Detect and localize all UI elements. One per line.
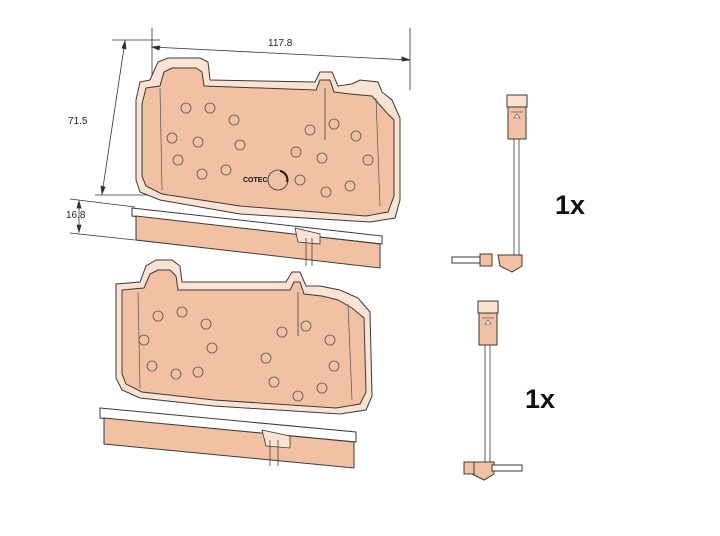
wear-sensor-top [451,94,528,273]
brake-pad-bottom-side [99,407,357,469]
dimension-thickness-label: 16.8 [66,210,86,221]
sensor-quantity-label-1: 1x [555,190,585,220]
sensor-quantity-label-2: 1x [525,384,555,414]
dimension-height-label: 71.5 [68,116,88,127]
dimension-width-label: 117.8 [268,38,293,49]
dimension-thickness [69,198,136,241]
pad-holes-top [166,102,374,198]
cotec-logo: COTEC [243,169,289,191]
wear-sensor-bottom [463,300,523,481]
logo-text: COTEC [243,177,268,184]
pad-holes-bottom [138,306,340,402]
dimension-width [150,28,411,90]
dimension-height [95,39,165,196]
brake-pad-bottom [115,259,373,415]
brake-pad-top: COTEC [135,57,401,223]
brake-pad-top-side [131,207,383,269]
